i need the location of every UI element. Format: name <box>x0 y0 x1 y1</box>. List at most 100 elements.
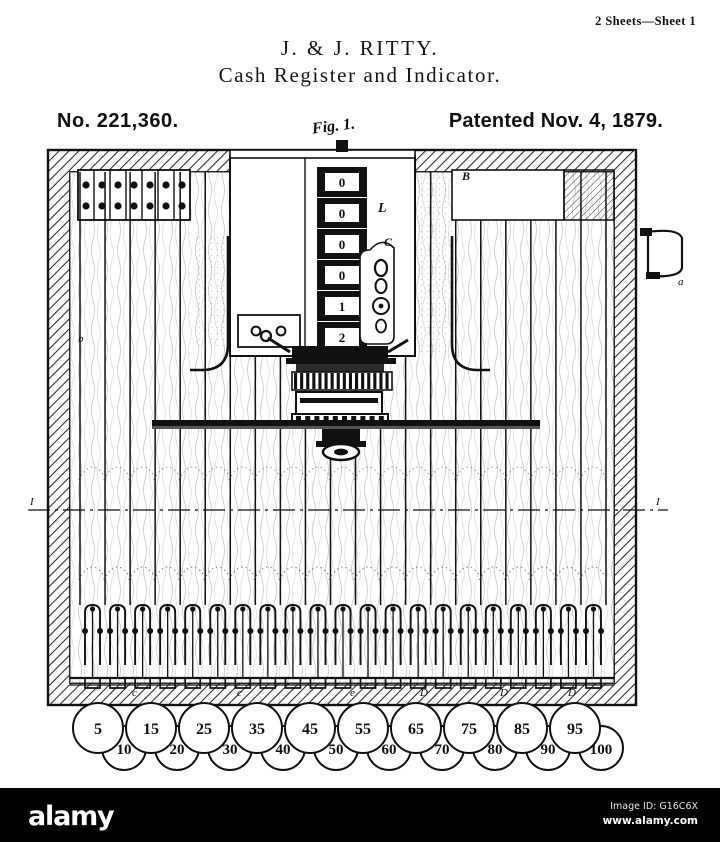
lever-pivot-dot <box>397 628 404 634</box>
key-bank-left[interactable] <box>77 169 191 221</box>
lever-pivot-dot <box>465 606 471 612</box>
amount-dial[interactable] <box>443 702 495 754</box>
lever-pivot-dot <box>547 628 554 634</box>
amount-dial-label: 90 <box>541 742 556 758</box>
rail-notch <box>159 678 177 689</box>
key-pivot-dot[interactable] <box>178 181 186 189</box>
key-pivot-dot[interactable] <box>98 181 106 189</box>
amount-dial[interactable] <box>337 702 389 754</box>
key-pivot-dot[interactable] <box>114 202 122 210</box>
key-bank-right[interactable] <box>451 169 565 221</box>
key-pivot-dot[interactable] <box>162 181 170 189</box>
key-pivot-dot[interactable] <box>82 181 90 189</box>
key-lever[interactable] <box>559 604 577 665</box>
ratchet-tooth <box>336 373 340 389</box>
key-lever[interactable] <box>184 604 202 665</box>
rail-notch <box>535 678 552 689</box>
lever-pivot-dot <box>490 606 496 612</box>
key-lever[interactable] <box>334 604 352 665</box>
amount-dial[interactable] <box>178 702 230 754</box>
key-lever[interactable] <box>209 604 227 665</box>
lever-pivot-dot <box>197 628 204 634</box>
amount-dial[interactable] <box>390 702 442 754</box>
indicator-tablet-glyph: 0 <box>339 237 346 252</box>
lever-pivot-dot <box>332 628 339 634</box>
key-pivot-dot[interactable] <box>98 202 106 210</box>
key-lever[interactable] <box>484 604 502 665</box>
rail-notch <box>209 678 227 689</box>
key-lever[interactable] <box>509 604 527 665</box>
key-lever[interactable] <box>159 604 177 665</box>
lever-pivot-dot <box>597 628 604 634</box>
key-lever[interactable] <box>459 604 477 665</box>
lever-pivot-dot <box>232 628 239 634</box>
ref-letter-C: C <box>384 235 393 249</box>
indicator-tablet-window <box>325 173 359 191</box>
key-pivot-dot[interactable] <box>146 181 154 189</box>
indicator-tablet-glyph: 0 <box>339 268 346 283</box>
amount-dial[interactable] <box>284 702 336 754</box>
alamy-url[interactable]: www.alamy.com <box>602 815 698 827</box>
key-lever[interactable] <box>409 604 427 665</box>
ratchet-teeth <box>294 373 389 389</box>
ratchet-tooth <box>367 373 371 389</box>
lever-pivot-dot <box>390 606 396 612</box>
key-pivot-dot[interactable] <box>114 181 122 189</box>
amount-dial[interactable] <box>496 702 548 754</box>
rail-notch <box>334 678 352 689</box>
ratchet-tooth <box>355 373 359 389</box>
amount-dial[interactable] <box>72 702 124 754</box>
lever-pivot-dot <box>157 628 164 634</box>
lever-pivot-dot <box>572 628 579 634</box>
lever-pivot-dot <box>89 606 96 612</box>
key-pivot-dot[interactable] <box>146 202 154 210</box>
key-lever[interactable] <box>284 604 302 665</box>
drawer-catch[interactable]: a <box>640 228 684 288</box>
amount-dial-label: 65 <box>408 721 424 738</box>
ref-letter-D: D <box>567 687 576 699</box>
key-lever[interactable] <box>309 604 327 665</box>
amount-dial-label: 10 <box>117 742 132 758</box>
lever-pivot-dot <box>240 606 246 612</box>
lever-pivot-dot <box>415 606 421 612</box>
lever-pivot-dot <box>247 628 254 634</box>
amount-dial-label: 35 <box>249 721 265 738</box>
rail-notch <box>134 678 151 689</box>
amount-dial[interactable] <box>125 702 177 754</box>
key-lever[interactable] <box>134 604 152 665</box>
amount-dial[interactable] <box>549 702 601 754</box>
amount-dial[interactable] <box>231 702 283 754</box>
rail-notch <box>234 678 252 689</box>
key-lever[interactable] <box>109 604 127 665</box>
lever-pivot-dot <box>507 628 514 634</box>
lever-pivot-dot <box>482 628 489 634</box>
key-lever[interactable] <box>84 604 101 665</box>
key-lever[interactable] <box>434 604 452 665</box>
key-lever[interactable] <box>259 604 277 665</box>
lever-pivot-dot <box>540 606 546 612</box>
key-levers[interactable] <box>82 604 604 677</box>
key-lever[interactable] <box>234 604 252 665</box>
key-pivot-dot[interactable] <box>130 202 138 210</box>
key-lever[interactable] <box>585 604 602 665</box>
key-pivot-dot[interactable] <box>178 202 186 210</box>
lever-pivot-dot <box>347 628 354 634</box>
bottom-rail-notches <box>84 678 602 689</box>
key-pivot-dot[interactable] <box>82 202 90 210</box>
key-lever[interactable] <box>384 604 402 665</box>
lever-pivot-dot <box>357 628 364 634</box>
amount-dial-label: 80 <box>488 742 503 758</box>
rail-notch <box>184 678 202 689</box>
patent-title: Cash Register and Indicator. <box>218 63 502 87</box>
lever-pivot-dot <box>365 606 371 612</box>
key-pivot-dot[interactable] <box>130 181 138 189</box>
amount-dial-label: 25 <box>196 721 212 738</box>
rail-notch <box>585 678 602 689</box>
key-pivot-dot[interactable] <box>162 202 170 210</box>
lever-pivot-dot <box>315 606 321 612</box>
key-lever[interactable] <box>359 604 377 665</box>
lever-pivot-dot <box>340 606 346 612</box>
key-lever[interactable] <box>534 604 552 665</box>
